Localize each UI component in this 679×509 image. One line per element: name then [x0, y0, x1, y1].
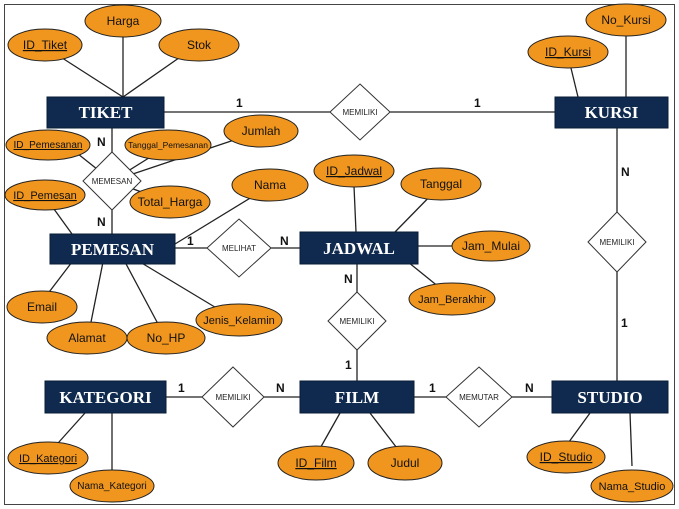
attribute-tanggal-pemesanan: Tanggal_Pemesanan [124, 129, 212, 161]
card-kursi-studio-bottom: 1 [621, 316, 628, 330]
card-kategori-film-left: 1 [178, 381, 185, 395]
relationship-kursi-studio: MEMILIKI [587, 211, 647, 273]
attribute-jam-berakhir: Jam_Berakhir [408, 282, 496, 316]
relationship-memesan-label: MEMESAN [92, 177, 133, 186]
attribute-id-tiket: ID_Tiket [7, 28, 83, 62]
attribute-no-hp: No_HP [126, 321, 206, 355]
relationship-jadwal-film: MEMILIKI [327, 291, 387, 351]
relationship-memesan: MEMESAN [82, 151, 142, 211]
relationship-memutar: MEMUTAR [445, 366, 513, 428]
relationship-kategori-film-label: MEMILIKI [215, 393, 250, 402]
card-kategori-film-right: N [276, 381, 285, 395]
relationship-melihat-label: MELIHAT [222, 244, 256, 253]
attribute-total-harga-label: Total_Harga [138, 195, 203, 209]
card-memutar-right: N [525, 381, 534, 395]
attribute-tanggal: Tanggal [400, 167, 482, 201]
entity-film: FILM [299, 380, 415, 414]
entity-pemesan: PEMESAN [49, 233, 176, 265]
attribute-total-harga: Total_Harga [129, 185, 211, 219]
attribute-jenis-kelamin: Jenis_Kelamin [195, 303, 283, 337]
attribute-stok-label: Stok [187, 38, 212, 52]
attribute-id-kategori: ID_Kategori [7, 441, 89, 475]
attribute-id-tiket-label: ID_Tiket [23, 38, 68, 52]
card-melihat-right: N [280, 234, 289, 248]
cardinality-labels: 1 1 N N N 1 1 N N 1 1 N 1 N [97, 96, 630, 395]
attribute-nama-kategori: Nama_Kategori [69, 469, 155, 503]
attribute-alamat-label: Alamat [68, 331, 106, 345]
attribute-id-jadwal: ID_Jadwal [313, 154, 395, 188]
attribute-stok: Stok [158, 28, 240, 62]
attribute-jam-mulai-label: Jam_Mulai [462, 239, 520, 253]
card-melihat-left: 1 [187, 234, 194, 248]
attribute-id-studio-label: ID_Studio [540, 450, 593, 464]
card-kursi-studio-top: N [621, 165, 630, 179]
attribute-judul-label: Judul [391, 456, 420, 470]
entity-tiket: TIKET [46, 96, 165, 129]
entity-studio-label: STUDIO [577, 388, 642, 407]
attribute-id-kursi-label: ID_Kursi [545, 45, 591, 59]
relationship-tiket-kursi: MEMILIKI [329, 83, 391, 141]
relationship-tiket-kursi-label: MEMILIKI [342, 108, 377, 117]
attribute-nama-studio: Nama_Studio [590, 469, 674, 503]
card-memesan-top: N [97, 135, 106, 149]
attribute-id-jadwal-label: ID_Jadwal [326, 164, 382, 178]
relationship-jadwal-film-label: MEMILIKI [339, 317, 374, 326]
attribute-id-kursi: ID_Kursi [527, 35, 609, 69]
entity-pemesan-label: PEMESAN [71, 240, 155, 259]
attribute-id-pemesan: ID_Pemesan [4, 179, 86, 211]
card-tiket-kursi-right: 1 [474, 96, 481, 110]
attribute-tanggal-pemesanan-label: Tanggal_Pemesanan [128, 140, 208, 150]
attribute-nama: Nama [231, 168, 309, 202]
attribute-nama-kategori-label: Nama_Kategori [77, 481, 146, 492]
attribute-jumlah: Jumlah [223, 114, 299, 148]
attribute-no-hp-label: No_HP [147, 331, 186, 345]
entity-kategori-label: KATEGORI [59, 388, 152, 407]
attribute-id-pemesan-label: ID_Pemesan [13, 190, 77, 202]
attribute-jumlah-label: Jumlah [242, 124, 281, 138]
entity-film-label: FILM [335, 388, 379, 407]
relationship-kursi-studio-label: MEMILIKI [599, 238, 634, 247]
entity-kategori: KATEGORI [44, 380, 167, 414]
entity-tiket-label: TIKET [79, 103, 134, 122]
attribute-nama-label: Nama [254, 178, 286, 192]
attribute-no-kursi-label: No_Kursi [601, 13, 650, 27]
attribute-id-kategori-label: ID_Kategori [19, 453, 77, 465]
attribute-jenis-kelamin-label: Jenis_Kelamin [203, 315, 275, 327]
attribute-judul: Judul [367, 445, 443, 481]
entity-jadwal: JADWAL [299, 231, 419, 265]
entity-jadwal-label: JADWAL [323, 239, 395, 258]
card-memesan-bottom: N [97, 215, 106, 229]
attribute-alamat: Alamat [46, 321, 128, 355]
attribute-harga-label: Harga [107, 14, 140, 28]
relationship-memutar-label: MEMUTAR [459, 393, 499, 402]
attribute-id-film: ID_Film [277, 445, 355, 481]
attribute-id-pemesanan-label: ID_Pemesanan [14, 140, 83, 151]
entity-kursi-label: KURSI [585, 103, 639, 122]
card-memutar-left: 1 [429, 381, 436, 395]
relationship-kategori-film: MEMILIKI [201, 366, 265, 428]
attribute-nama-studio-label: Nama_Studio [599, 481, 666, 493]
attribute-id-film-label: ID_Film [295, 456, 336, 470]
attribute-harga: Harga [84, 4, 162, 38]
entity-kursi: KURSI [554, 96, 669, 129]
attribute-id-studio: ID_Studio [526, 440, 606, 474]
card-tiket-kursi-left: 1 [236, 96, 243, 110]
diagram-border [4, 4, 675, 505]
attribute-jam-mulai: Jam_Mulai [451, 230, 531, 262]
attribute-no-kursi: No_Kursi [585, 3, 667, 37]
card-jadwal-film-top: N [344, 272, 353, 286]
attribute-tanggal-label: Tanggal [420, 177, 462, 191]
attribute-id-pemesanan: ID_Pemesanan [5, 129, 91, 161]
card-jadwal-film-bottom: 1 [345, 358, 352, 372]
entity-studio: STUDIO [551, 380, 669, 414]
attribute-email-label: Email [27, 300, 57, 314]
attribute-jam-berakhir-label: Jam_Berakhir [418, 294, 486, 306]
attribute-email: Email [6, 290, 78, 324]
relationship-melihat: MELIHAT [206, 218, 272, 278]
